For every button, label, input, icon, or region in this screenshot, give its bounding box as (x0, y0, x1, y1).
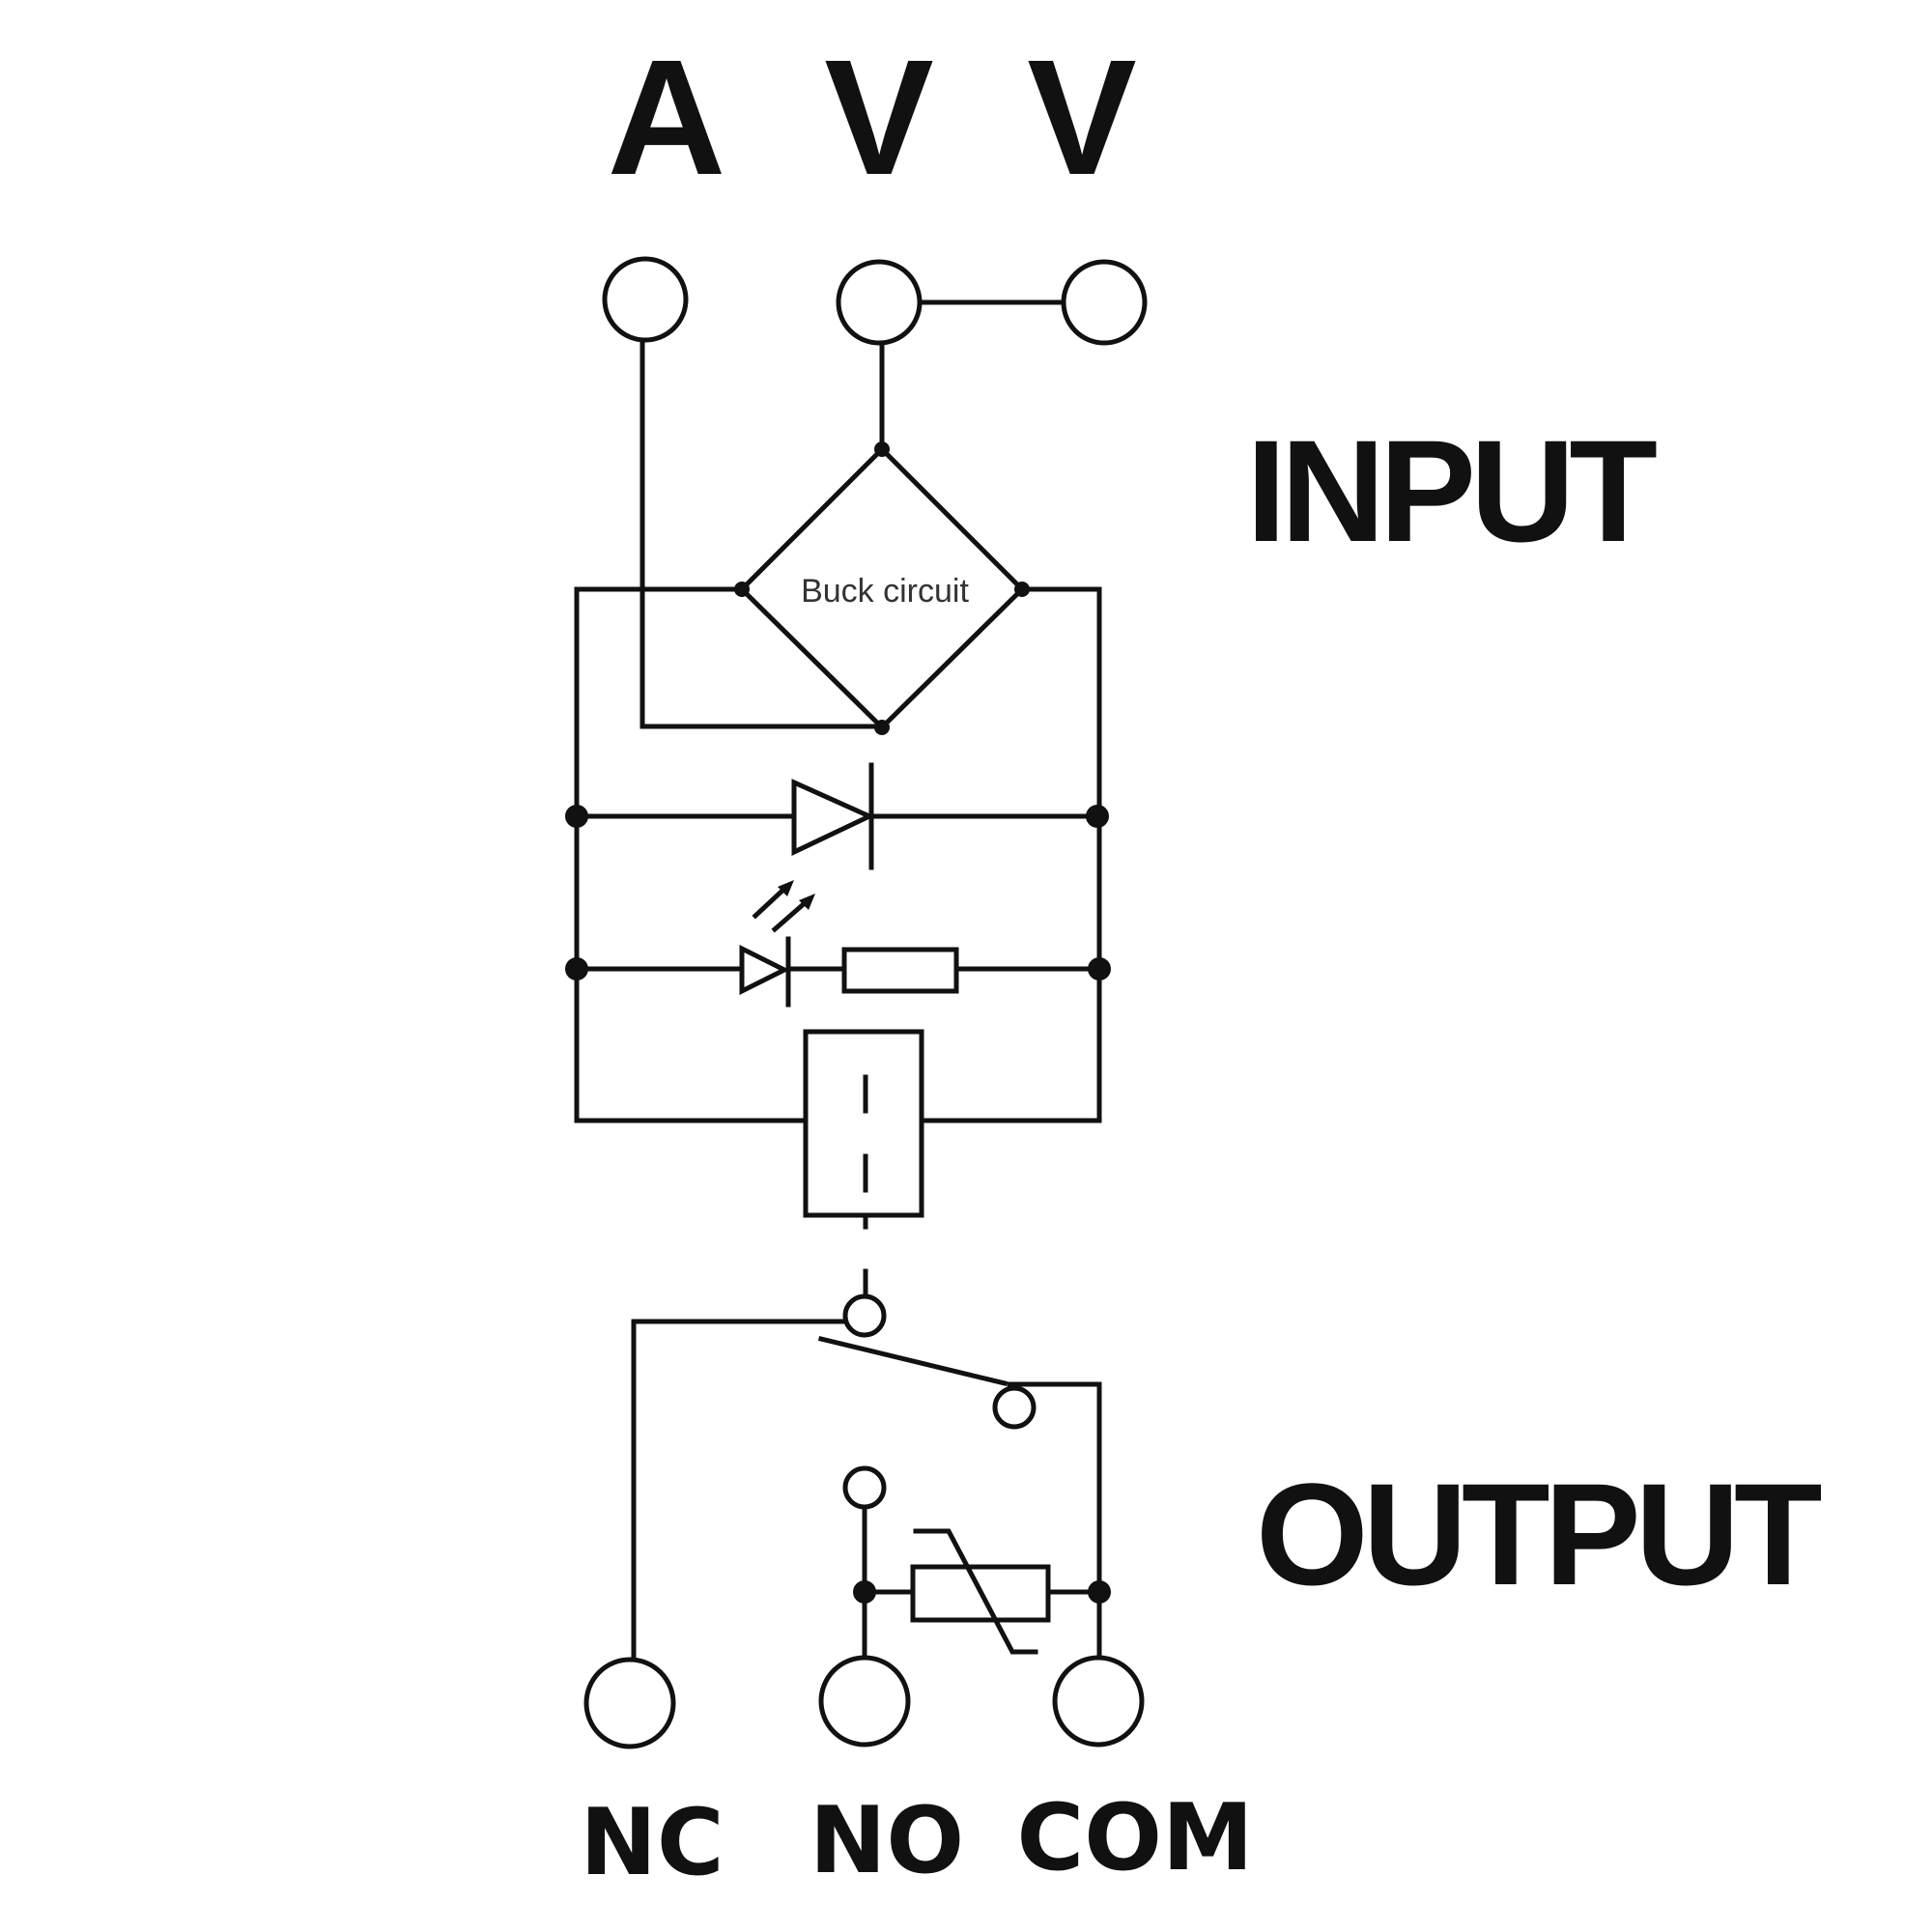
terminal-label-no: NO (810, 1788, 964, 1894)
diode-triangle (791, 779, 875, 856)
output-label: OUTPUT (1256, 1453, 1822, 1615)
input-label: INPUT (1246, 410, 1657, 572)
terminal-label-a: A (608, 26, 726, 210)
led-triangle (739, 944, 790, 996)
input-terminal-v2 (1061, 259, 1148, 346)
terminal-label-v2: V (1027, 26, 1136, 210)
output-terminal-nc (583, 1657, 676, 1749)
contact-com-fixed (992, 1385, 1037, 1430)
contact-pivot (842, 1293, 887, 1338)
wire-com-top (1007, 1381, 1102, 1661)
led-node-left (565, 957, 588, 980)
terminal-label-v1: V (824, 26, 933, 210)
varistor-node-right (1088, 1580, 1111, 1604)
led-light-arrows-icon (752, 880, 815, 933)
switch-blade (817, 1335, 1009, 1387)
varistor-slash (913, 1528, 1038, 1655)
input-terminal-a (602, 256, 689, 343)
led-resistor (841, 947, 959, 994)
buck-node-bottom (874, 720, 890, 735)
output-terminal-no (818, 1655, 911, 1747)
left-rail (574, 586, 807, 1123)
terminal-label-nc: NC (580, 1790, 724, 1896)
terminal-label-com: COM (1016, 1785, 1253, 1891)
diode-node-left (565, 805, 588, 828)
output-terminal-com (1052, 1655, 1145, 1747)
varistor-node-left (853, 1580, 876, 1604)
right-rail (921, 586, 1102, 1123)
input-terminal-v1 (836, 259, 923, 346)
buck-node-top (874, 441, 890, 457)
contact-no-fixed (842, 1465, 887, 1510)
diode-node-right (1086, 805, 1109, 828)
wire-pivot-to-nc (631, 1319, 848, 1662)
buck-circuit-label: Buck circuit (801, 573, 969, 610)
wire-a-to-buck (639, 337, 884, 729)
led-node-right (1088, 957, 1111, 980)
